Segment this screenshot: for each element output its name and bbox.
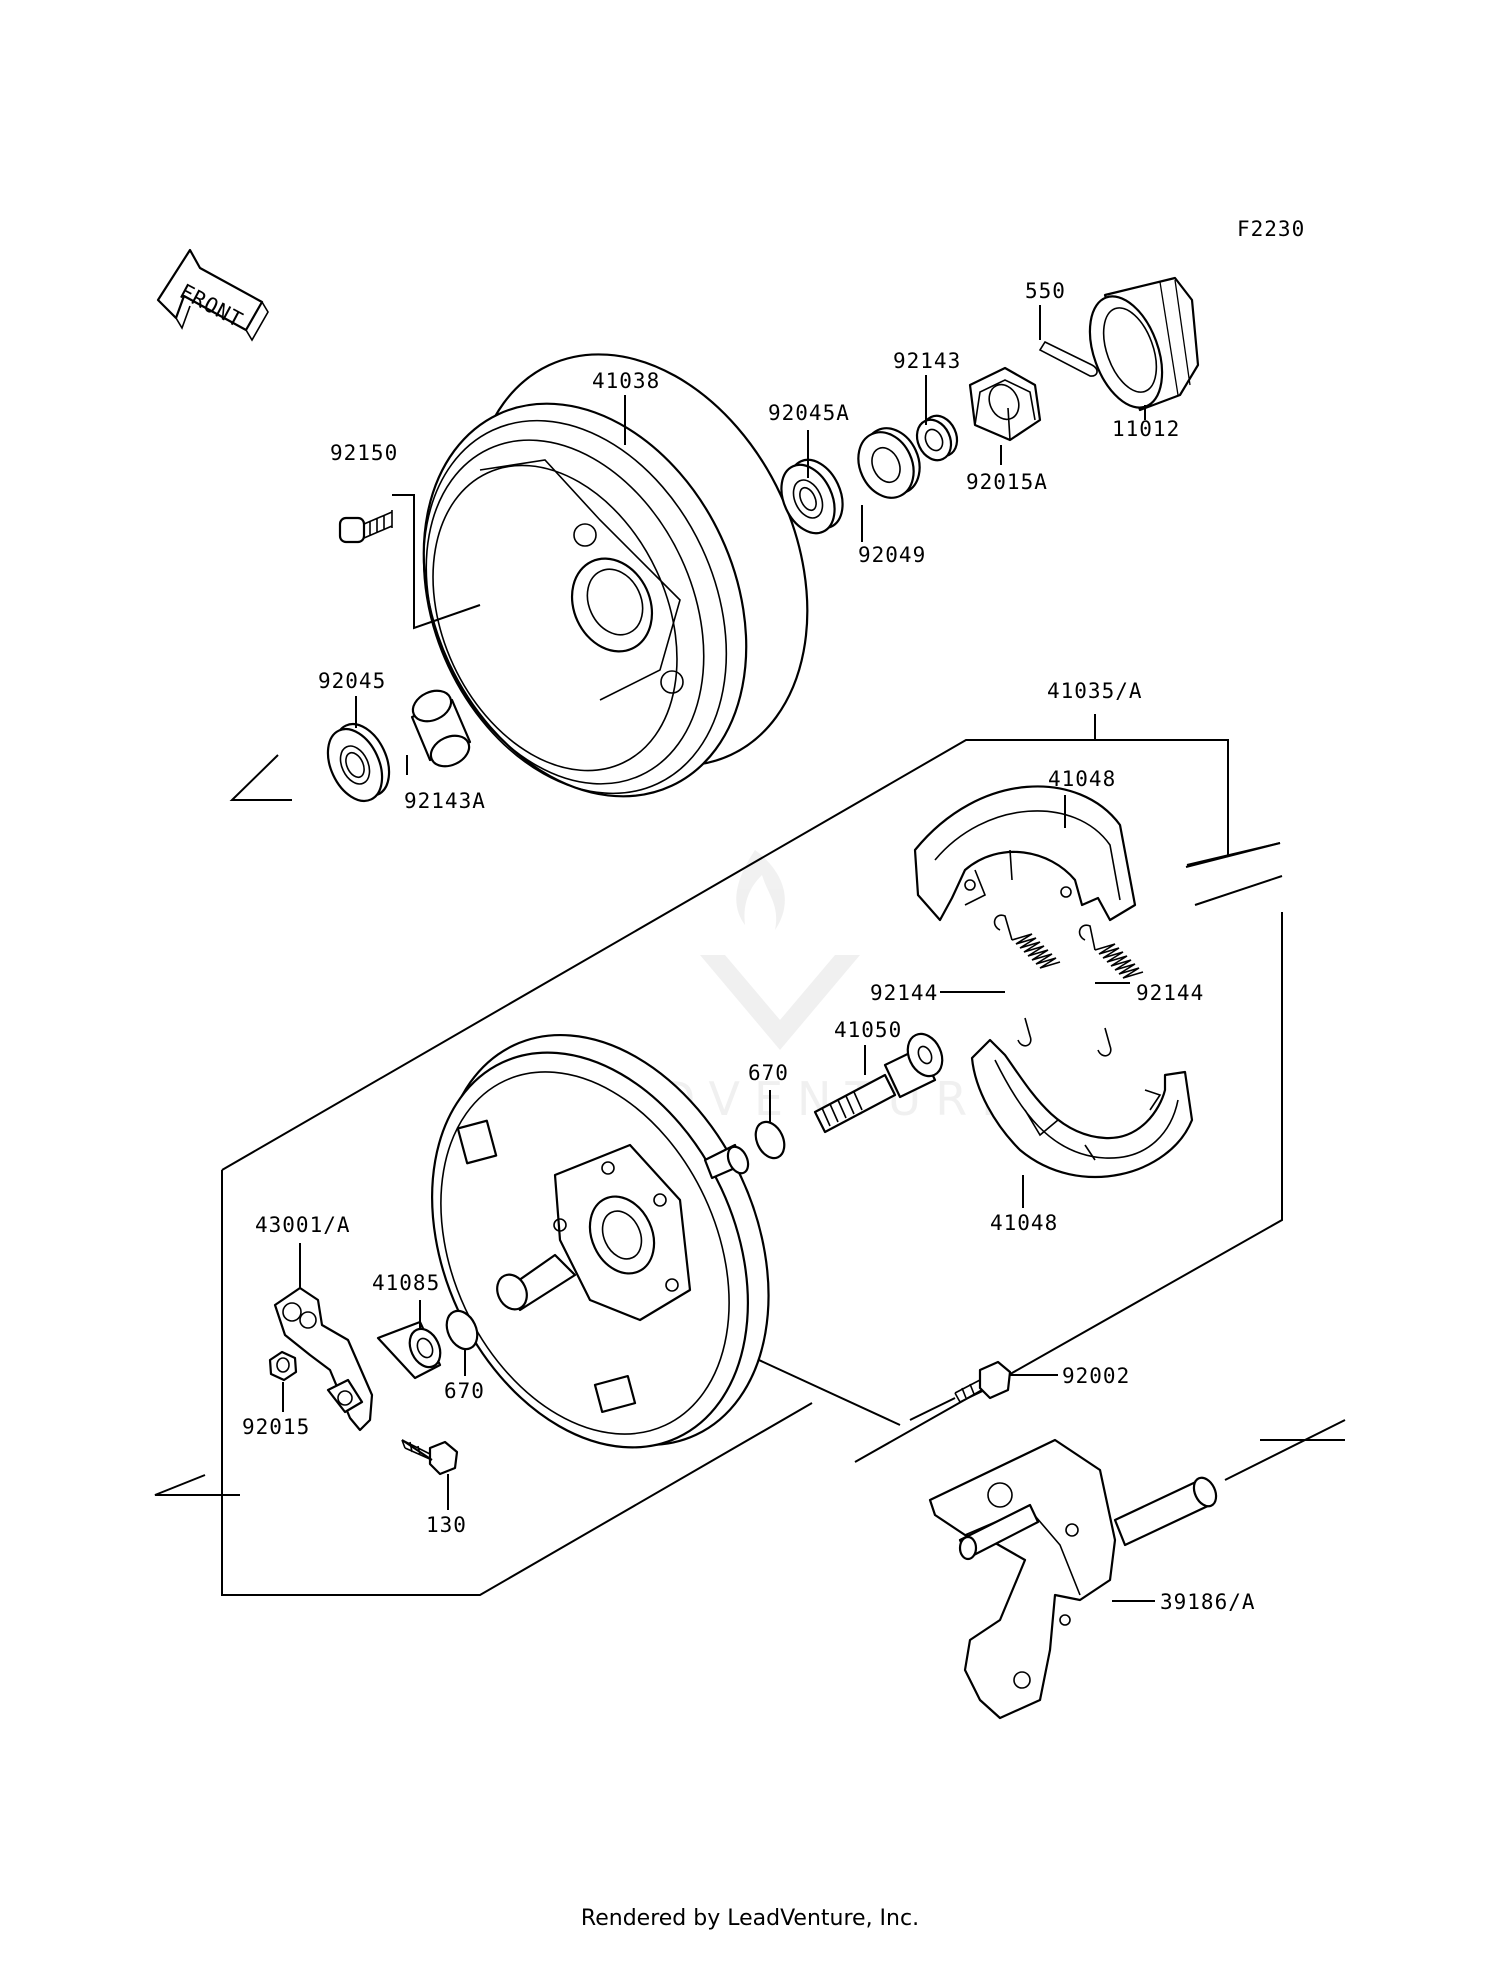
label-92143a: 92143A [404,789,486,813]
label-41038: 41038 [592,369,660,393]
label-92045a: 92045A [768,401,850,425]
label-92144-left: 92144 [870,981,938,1005]
brake-drum-41038 [422,353,809,798]
o-ring-670-top [754,1120,786,1160]
label-92143: 92143 [893,349,961,373]
label-41048-bottom: 41048 [990,1211,1058,1235]
bearing-92045 [326,722,391,803]
cam-shaft-41050 [813,1032,944,1134]
label-41085: 41085 [372,1271,440,1295]
label-670-bottom: 670 [444,1379,485,1403]
brake-lever-43001a [273,1286,374,1432]
label-92049: 92049 [858,543,926,567]
nut-92015 [268,1350,298,1382]
bolt-92002 [909,1360,1012,1421]
bolt-130 [401,1439,459,1476]
castle-nut-92015a [968,366,1042,442]
label-92015a: 92015A [966,470,1048,494]
wear-indicator-41085 [376,1320,442,1380]
label-41048-top: 41048 [1048,767,1116,791]
assembly-box [221,739,1283,1596]
bearing-92045a [780,458,844,535]
label-11012: 11012 [1112,417,1180,441]
brake-backing-plate [431,1033,770,1449]
label-92002: 92002 [1062,1364,1130,1388]
diagram-code: F2230 [1237,217,1305,241]
label-39186a: 39186/A [1160,1590,1256,1614]
label-130: 130 [426,1513,467,1537]
cap-11012 [1088,276,1200,412]
o-ring-670-bottom [445,1309,479,1351]
spacer-92143a [410,689,472,768]
label-92015: 92015 [242,1415,310,1439]
label-92150: 92150 [330,441,398,465]
collar-92143 [915,414,959,462]
bracket-39186a [928,1419,1346,1720]
label-670-top: 670 [748,1061,789,1085]
label-550: 550 [1025,279,1066,303]
bolt-92150 [338,494,481,630]
brake-shoe-41048-bottom [970,1038,1194,1179]
leader-lines [154,305,1281,1602]
label-41050: 41050 [834,1018,902,1042]
label-41035a: 41035/A [1047,679,1143,703]
front-arrow-icon: FRONT [156,248,269,342]
spring-92144-left [993,914,1061,1047]
spring-92144-right [1078,924,1144,1057]
render-credit: Rendered by LeadVenture, Inc. [580,1906,920,1931]
cotter-pin-550 [1038,340,1098,377]
label-92045: 92045 [318,669,386,693]
part-labels: 550 11012 92143 92015A 92045A 92049 4103… [242,279,1256,1614]
label-92144-right: 92144 [1136,981,1204,1005]
seal-92049 [857,427,921,499]
brake-shoe-41048-top [913,785,1137,922]
label-43001a: 43001/A [255,1213,351,1237]
